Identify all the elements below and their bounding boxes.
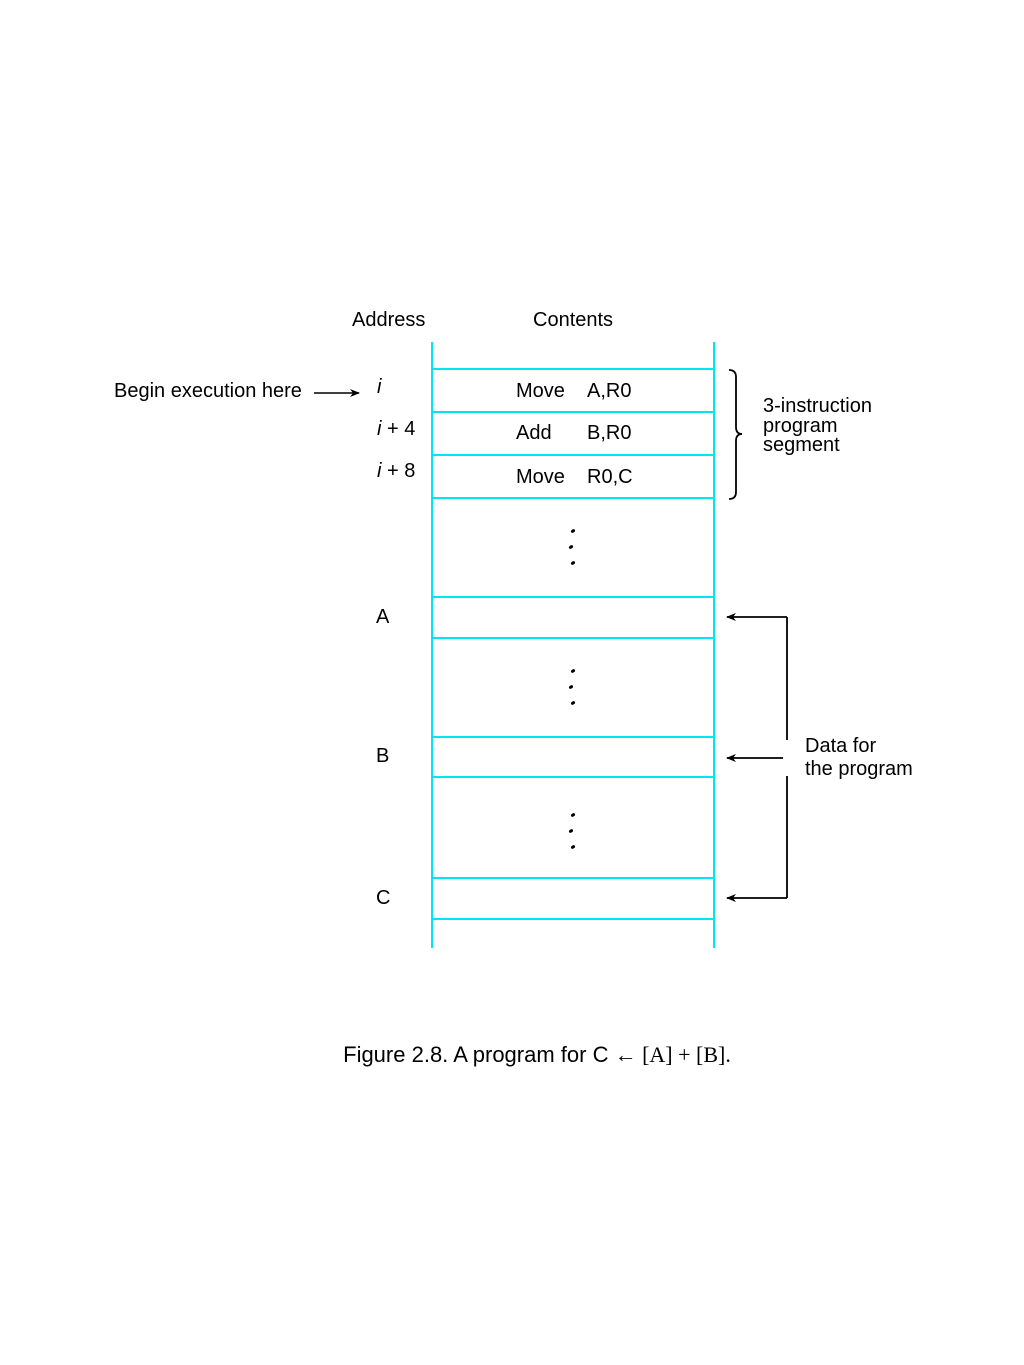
caption-arrow: ← — [614, 1042, 637, 1067]
address-b: B — [376, 745, 390, 767]
program-segment-line: 3-instruction — [763, 395, 872, 417]
contents-header: Contents — [533, 309, 614, 331]
address-header: Address — [352, 309, 426, 331]
address-variable: i — [377, 418, 382, 440]
address-variable: i — [377, 460, 382, 482]
data-label: Data for the program — [805, 735, 913, 780]
data-label-line: the program — [805, 758, 913, 780]
address-c: C — [376, 887, 391, 909]
address-offset: + 4 — [381, 418, 416, 440]
address-i-plus-4: i + 4 — [377, 418, 415, 440]
instruction-operands: R0,C — [587, 466, 633, 488]
instruction-opcode: Move — [516, 380, 565, 402]
caption-formula: [A] + [B] — [636, 1042, 726, 1067]
program-segment-line: segment — [763, 434, 840, 456]
address-offset: + 8 — [381, 460, 416, 482]
address-i-plus-8: i + 8 — [377, 460, 415, 482]
figure-caption: Figure 2.8. A program for C ← [A] + [B]. — [0, 1042, 1024, 1068]
memory-column — [431, 342, 715, 948]
data-label-line: Data for — [805, 735, 877, 757]
instruction-operands: A,R0 — [587, 380, 632, 402]
begin-execution-label: Begin execution here — [114, 380, 302, 402]
data-bracket — [726, 613, 788, 902]
instruction-opcode: Add — [516, 422, 552, 444]
caption-suffix: . — [725, 1042, 731, 1067]
caption-prefix: Figure 2.8. A program for C — [343, 1042, 615, 1067]
ellipsis-dots-2 — [568, 669, 576, 705]
ellipsis-dots-3 — [568, 813, 576, 849]
program-segment-label: 3-instruction program segment — [763, 396, 872, 456]
address-a: A — [376, 606, 390, 628]
instruction-operands: B,R0 — [587, 422, 632, 444]
address-i: i — [377, 376, 381, 398]
instruction-opcode: Move — [516, 466, 565, 488]
address-variable: i — [377, 376, 382, 398]
program-segment-line: program — [763, 415, 838, 437]
ellipsis-dots-1 — [568, 529, 576, 565]
program-segment-brace — [728, 369, 743, 500]
